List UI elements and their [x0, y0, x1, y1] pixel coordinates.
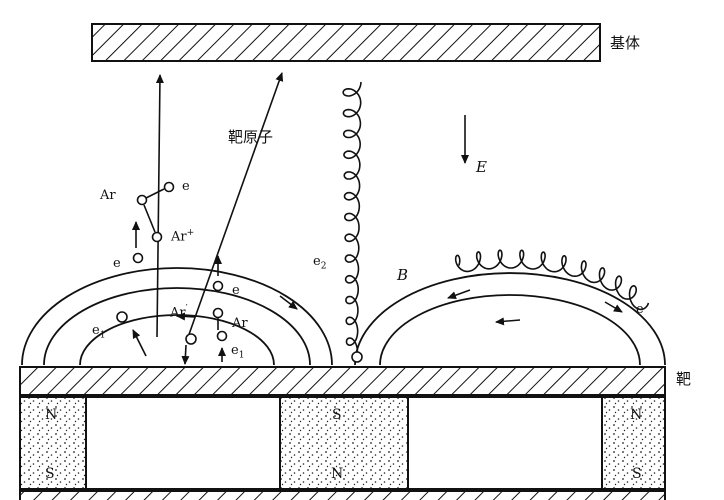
magnet-left-top-pole: N — [45, 407, 58, 423]
substrate-plate — [91, 23, 601, 62]
yoke-plate — [19, 490, 666, 500]
e2-text: e — [313, 254, 321, 269]
ar-prime-label: Ar′ — [170, 304, 188, 321]
ar-prime-text: Ar — [170, 305, 186, 321]
magnet-block-right — [601, 396, 666, 490]
magnet-right-top-pole: N — [630, 407, 643, 423]
magnet-block-left — [19, 396, 87, 490]
e-top-label: e — [182, 179, 190, 194]
ar-right-label: Ar — [232, 316, 248, 331]
e1-left-label: e1 — [92, 324, 106, 341]
e1-mid-sub: 1 — [238, 350, 245, 361]
target-label: 靶 — [676, 370, 692, 388]
e2-sub: 2 — [320, 261, 327, 272]
field-arrow-right-inner — [495, 317, 521, 326]
ar-plus-label: Ar+ — [171, 228, 195, 245]
ar-top-label: Ar — [100, 188, 116, 203]
ar-plus-sup: + — [186, 228, 195, 238]
field-arcs-right — [354, 272, 666, 366]
target-atom-label: 靶原子 — [228, 128, 274, 146]
electron-e2-origin — [351, 351, 363, 363]
magnet-right-bottom-pole: S — [632, 466, 642, 482]
e-right-label: e — [636, 302, 644, 317]
e1-left-sub: 1 — [99, 330, 106, 341]
field-B-label: B — [397, 266, 409, 284]
e1-left-text: e — [92, 323, 100, 338]
field-E-label: E — [476, 158, 487, 176]
magnet-block-center — [279, 396, 409, 490]
ar-prime-sup: ′ — [185, 304, 188, 314]
e-mid-label: e — [232, 283, 240, 298]
target-atom-trajectory — [186, 72, 284, 341]
magnet-center-bottom-pole: N — [331, 466, 344, 482]
e1-mid-text: e — [231, 343, 239, 358]
drift-arrow-right — [604, 301, 623, 313]
magnet-left-bottom-pole: S — [45, 466, 55, 482]
particle-chain-left — [132, 74, 175, 338]
substrate-label: 基体 — [610, 34, 641, 52]
e1-mid-label: e1 — [231, 344, 245, 361]
field-arrow-left-inner — [176, 312, 196, 321]
field-arrow-right-outer — [447, 289, 471, 300]
electron-e2-helix — [342, 81, 362, 353]
magnet-center-top-pole: S — [332, 407, 342, 423]
magnet-assembly — [19, 396, 666, 500]
e2-label: e2 — [313, 255, 327, 272]
e-left-label: e — [113, 256, 121, 271]
field-arrow-left-outer — [279, 295, 298, 310]
target-plate — [19, 366, 666, 396]
ar-plus-text: Ar — [171, 229, 187, 245]
electron-drift-helix — [454, 249, 650, 311]
ionization-cluster — [116, 255, 228, 365]
